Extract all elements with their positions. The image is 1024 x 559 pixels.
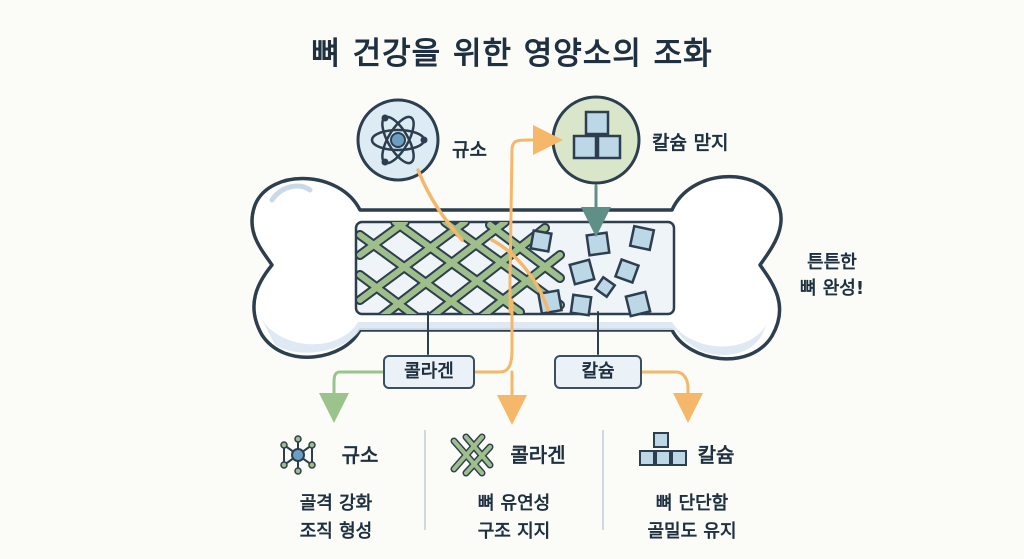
atom-icon (280, 435, 316, 475)
calcium-particle-label: 칼슘 맏지 (652, 132, 729, 154)
column-description: 골격 강화 조직 형성 (236, 490, 436, 546)
column-silicon: 규소 골격 강화 조직 형성 (236, 428, 436, 546)
mesh-icon (450, 433, 494, 477)
column-title: 규소 (341, 442, 379, 467)
result-label: 튼튼한 뼈 완성! (784, 250, 880, 302)
desc-line: 조직 형성 (299, 521, 373, 542)
desc-line: 골격 강화 (299, 493, 373, 514)
divider (602, 430, 604, 530)
column-description: 뼈 유연성 구조 지지 (414, 490, 614, 546)
column-calcium: 칼슘 뼈 단단함 골밀도 유지 (592, 428, 792, 546)
desc-line: 뼈 단단함 (655, 493, 729, 514)
result-line-2: 뼈 완성! (799, 278, 865, 299)
result-line-1: 튼튼한 (807, 252, 857, 273)
cubes-icon (639, 432, 687, 466)
calcium-crystals (529, 224, 656, 318)
column-title: 콜라겐 (510, 442, 566, 467)
column-collagen: 콜라겐 뼈 유연성 구조 지지 (414, 428, 614, 546)
calcium-tag: 칼슘 (554, 355, 642, 389)
collagen-tag: 콜라겐 (383, 355, 475, 389)
page-title: 뼈 건강을 위한 영양소의 조화 (311, 36, 713, 72)
desc-line: 구조 지지 (477, 521, 551, 542)
connector-arrows (319, 125, 703, 410)
divider (424, 430, 426, 530)
silicon-atom-badge (356, 98, 440, 182)
calcium-particle-badge (551, 95, 641, 185)
silicon-label: 규소 (452, 139, 487, 161)
desc-line: 골밀도 유지 (647, 521, 737, 542)
desc-line: 뼈 유연성 (477, 493, 551, 514)
column-description: 뼈 단단함 골밀도 유지 (592, 490, 792, 546)
column-title: 칼슘 (697, 442, 735, 467)
